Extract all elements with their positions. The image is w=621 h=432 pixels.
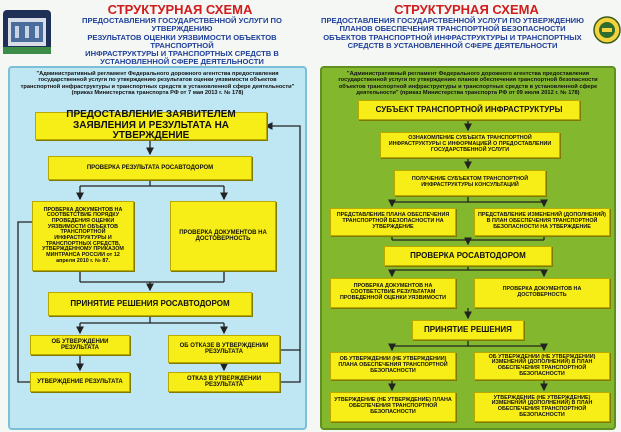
- left-subtitle-line: ПРЕДОСТАВЛЕНИЯ ГОСУДАРСТВЕННОЙ УСЛУГИ ПО…: [82, 16, 282, 34]
- flow-box-submit-changes: ПРЕДСТАВЛЕНИЕ ИЗМЕНЕНИЙ (ДОПОЛНЕНИЙ) В П…: [474, 208, 610, 236]
- right-subtitle-line: ОБЪЕКТОВ ТРАНСПОРТНОЙ ИНФРАСТРУКТУРЫ И Т…: [323, 32, 582, 42]
- flow-box-approval-changes: УТВЕРЖДЕНИЕ (НЕ УТВЕРЖДЕНИЕ) ИЗМЕНЕНИЙ (…: [474, 392, 610, 422]
- flow-box-decision-right: ПРИНЯТИЕ РЕШЕНИЯ: [412, 320, 524, 340]
- flow-box-decision-plan: ОБ УТВЕРЖДЕНИИ (НЕ УТВЕРЖДЕНИИ) ПЛАНА ОБ…: [330, 352, 456, 380]
- building-logo: [3, 10, 51, 54]
- left-flow-area: "Административный регламент Федерального…: [8, 66, 307, 430]
- flow-box-check-reliability: ПРОВЕРКА ДОКУМЕНТОВ НА ДОСТОВЕРНОСТЬ: [170, 201, 276, 271]
- flow-box-consultations: ПОЛУЧЕНИЕ СУБЪЕКТОМ ТРАНСПОРТНОЙ ИНФРАСТ…: [394, 170, 546, 196]
- right-regulation-text: "Административный регламент Федерального…: [338, 71, 598, 97]
- left-title: СТРУКТУРНАЯ СХЕМА: [107, 2, 253, 17]
- flow-box-submission: ПРЕДОСТАВЛЕНИЕ ЗАЯВИТЕЛЕМ ЗАЯВЛЕНИЯ И РЕ…: [35, 110, 267, 141]
- flow-box-decision-changes: ОБ УТВЕРЖДЕНИИ (НЕ УТВЕРЖДЕНИИ) ИЗМЕНЕНИ…: [474, 352, 610, 380]
- flow-box-rosavtodor-check: ПРОВЕРКА РОСАВТОДОРОМ: [384, 246, 552, 266]
- right-title: СТРУКТУРНАЯ СХЕМА: [394, 2, 539, 17]
- flow-box-submit-plan: ПРЕДСТАВЛЕНИЕ ПЛАНА ОБЕСПЕЧЕНИЯ ТРАНСПОР…: [330, 208, 456, 236]
- flow-box-check-procedure: ПРОВЕРКА ДОКУМЕНТОВ НА СООТВЕТСТВИЕ ПОРЯ…: [32, 201, 134, 271]
- left-scheme-panel: СТРУКТУРНАЯ СХЕМА ПРЕДОСТАВЛЕНИЯ ГОСУДАР…: [3, 2, 309, 430]
- flow-box-approval: УТВЕРЖДЕНИЕ РЕЗУЛЬТАТА: [30, 372, 130, 392]
- flow-box-familiarization: ОЗНАКОМЛЕНИЕ СУБЪЕКТА ТРАНСПОРТНОЙ ИНФРА…: [380, 132, 560, 158]
- left-regulation-text: "Административный регламент Федерального…: [20, 71, 295, 97]
- right-flow-area: "Административный регламент Федерального…: [320, 66, 616, 430]
- right-subtitle-line: ПЛАНОВ ОБЕСПЕЧЕНИЯ ТРАНСПОРТНОЙ БЕЗОПАСН…: [339, 24, 566, 34]
- flow-box-refusal: ОТКАЗ В УТВЕРЖДЕНИИ РЕЗУЛЬТАТА: [168, 372, 280, 392]
- flow-box-decision: ПРИНЯТИЕ РЕШЕНИЯ РОСАВТОДОРОМ: [48, 292, 252, 316]
- flow-box-subject: СУБЪЕКТ ТРАНСПОРТНОЙ ИНФРАСТРУКТУРЫ: [358, 100, 580, 120]
- flow-box-check-reliability-right: ПРОВЕРКА ДОКУМЕНТОВ НА ДОСТОВЕРНОСТЬ: [474, 278, 610, 308]
- flow-box-check-vulnerability: ПРОВЕРКА ДОКУМЕНТОВ НА СООТВЕТСТВИЕ РЕЗУ…: [330, 278, 456, 308]
- flow-box-check-result: ПРОВЕРКА РЕЗУЛЬТАТА РОСАВТОДОРОМ: [48, 156, 252, 180]
- flow-box-approval-plan: УТВЕРЖДЕНИЕ (НЕ УТВЕРЖДЕНИЕ) ПЛАНА ОБЕСП…: [330, 392, 456, 422]
- right-subtitle-line: ПРЕДОСТАВЛЕНИЯ ГОСУДАРСТВЕННОЙ УСЛУГИ ПО…: [321, 16, 584, 25]
- left-subtitle: ПРЕДОСТАВЛЕНИЯ ГОСУДАРСТВЕННОЙ УСЛУГИ ПО…: [55, 16, 309, 67]
- left-subtitle-line: ИНФРАСТРУКТУРЫ И ТРАНСПОРТНЫХ СРЕДСТВ В: [85, 49, 279, 59]
- right-subtitle: ПРЕДОСТАВЛЕНИЯ ГОСУДАРСТВЕННОЙ УСЛУГИ ПО…: [314, 16, 591, 50]
- left-subtitle-line: УСТАНОВЛЕННОЙ СФЕРЕ ДЕЯТЕЛЬНОСТИ: [100, 57, 264, 67]
- right-subtitle-line: СРЕДСТВ В УСТАНОВЛЕННОЙ СФЕРЕ ДЕЯТЕЛЬНОС…: [347, 40, 558, 50]
- flow-box-refuse-decision: ОБ ОТКАЗЕ В УТВЕРЖДЕНИИ РЕЗУЛЬТАТА: [168, 335, 280, 363]
- right-scheme-panel: СТРУКТУРНАЯ СХЕМА ПРЕДОСТАВЛЕНИЯ ГОСУДАР…: [312, 0, 621, 432]
- flow-box-approve-decision: ОБ УТВЕРЖДЕНИИ РЕЗУЛЬТАТА: [30, 335, 130, 355]
- emblem-logo: [593, 16, 621, 44]
- left-subtitle-line: РЕЗУЛЬТАТОВ ОЦЕНКИ УЯЗВИМОСТИ ОБЪЕКТОВ Т…: [87, 32, 277, 50]
